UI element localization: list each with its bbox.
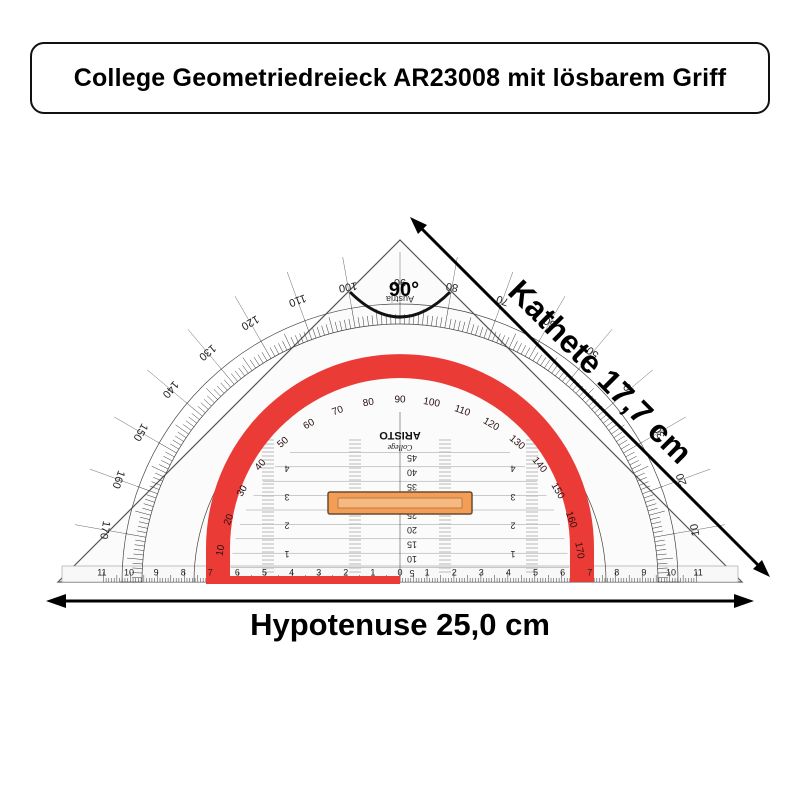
red-ruler-strip <box>206 576 400 584</box>
side-scale-label: 3 <box>510 492 515 502</box>
center-scale-label: 45 <box>407 453 417 463</box>
outer-angle-label: 60 <box>542 314 559 331</box>
side-scale-label: 4 <box>284 464 289 474</box>
outer-angle-label: 160 <box>109 469 127 490</box>
inner-angle-label: 10 <box>215 544 228 557</box>
center-scale-label: 40 <box>407 467 417 477</box>
ruler-label: 2 <box>452 567 457 577</box>
inner-angle-label: 160 <box>563 510 579 530</box>
ruler-label: 10 <box>666 567 676 577</box>
ruler-label: 10 <box>124 567 134 577</box>
ruler-label: 0 <box>397 567 402 577</box>
brand-label: ARISTO <box>379 429 421 441</box>
right-angle-label: 90° <box>389 279 419 301</box>
right-angle-arc <box>348 290 452 319</box>
side-scale-label: 2 <box>510 521 515 531</box>
side-scale-label: 2 <box>284 521 289 531</box>
inner-angle-label: 30 <box>235 483 250 499</box>
side-scale-label: 3 <box>284 492 289 502</box>
ruler-label: 11 <box>693 567 702 577</box>
ruler-label: 8 <box>614 567 619 577</box>
outer-angle-label: 80 <box>445 280 459 294</box>
outer-angle-label: 110 <box>287 292 308 309</box>
ruler-label: 3 <box>479 567 484 577</box>
ruler-label: 7 <box>208 567 213 577</box>
outer-angle-label: 170 <box>97 520 112 540</box>
outer-angle-label: 120 <box>239 312 261 332</box>
ruler-label: 8 <box>181 567 186 577</box>
inner-angle-label: 170 <box>572 541 586 560</box>
side-scale-label: 1 <box>510 549 515 559</box>
ruler-label: 6 <box>235 567 240 577</box>
ruler-label: 6 <box>560 567 565 577</box>
hypotenuse-caption: Hypotenuse 25,0 cm <box>250 607 550 642</box>
outer-angle-label: 90 <box>394 276 406 288</box>
hypotenuse-arrow <box>46 594 754 608</box>
inner-angle-label: 80 <box>362 396 375 409</box>
center-scale-label: 10 <box>407 554 417 564</box>
kathete-arrow <box>410 217 770 577</box>
ruler-label: 4 <box>506 567 511 577</box>
outer-angle-label: 140 <box>160 378 181 400</box>
outer-angle-label: 100 <box>338 279 358 294</box>
center-scale-label: 15 <box>407 539 417 549</box>
inner-angle-label: 60 <box>302 417 318 432</box>
center-scale-label: 5 <box>409 568 414 578</box>
ruler-label: 5 <box>262 567 267 577</box>
title-box: College Geometriedreieck AR23008 mit lös… <box>30 42 770 114</box>
ruler-label: 1 <box>370 567 375 577</box>
outer-angle-label: 150 <box>130 421 150 443</box>
model-label: College <box>387 443 412 452</box>
center-scale-label: 25 <box>407 511 417 521</box>
center-scale-label: 20 <box>407 525 417 535</box>
inner-angle-label: 90 <box>394 395 406 406</box>
ruler-label: 1 <box>425 567 430 577</box>
ruler-label: 2 <box>343 567 348 577</box>
outer-angle-label: 10 <box>688 523 702 537</box>
center-scale-label: 35 <box>407 482 417 492</box>
handle-inner <box>337 497 463 509</box>
side-scale-label: 4 <box>510 464 515 474</box>
inner-angle-label: 110 <box>453 403 472 419</box>
inner-angle-label: 20 <box>222 512 236 527</box>
ruler-label: 9 <box>154 567 159 577</box>
inner-angle-label: 70 <box>331 404 346 418</box>
ruler-label: 7 <box>587 567 592 577</box>
ruler-label: 11 <box>97 567 106 577</box>
side-scale-label: 1 <box>284 549 289 559</box>
inner-angle-label: 100 <box>422 396 441 410</box>
ruler-label: 4 <box>289 567 294 577</box>
outer-angle-label: 30 <box>651 424 668 441</box>
outer-angle-label: 130 <box>196 342 218 363</box>
ruler-label: 5 <box>533 567 538 577</box>
origin-label: Austria <box>386 294 414 304</box>
ruler-label: 3 <box>316 567 321 577</box>
title-text: College Geometriedreieck AR23008 mit lös… <box>73 63 727 92</box>
ruler-label: 9 <box>641 567 646 577</box>
